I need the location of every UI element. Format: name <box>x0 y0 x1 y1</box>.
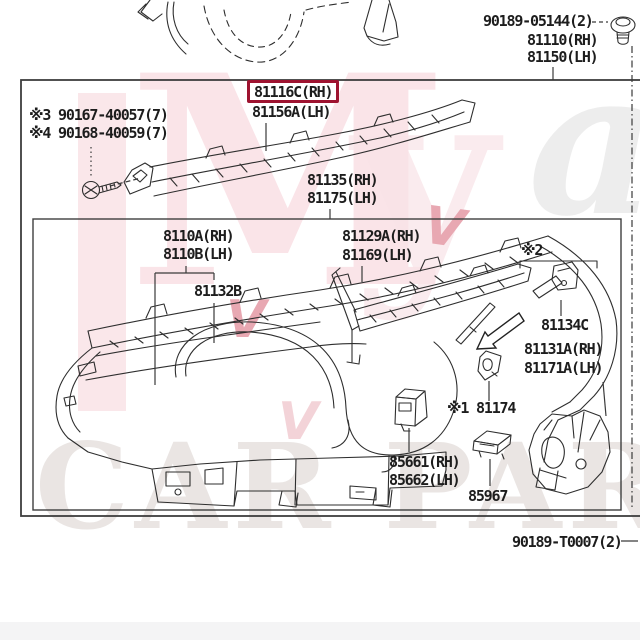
part-label-81169-lh[interactable]: 81169(LH) <box>342 246 414 264</box>
part-label-81150-lh[interactable]: 81150(LH) <box>527 48 599 66</box>
part-label-note-2[interactable]: ※2 <box>521 241 543 259</box>
part-label-81110-rh[interactable]: 81110(RH) <box>527 31 599 49</box>
part-label-81116c-rh[interactable]: 81116C(RH) <box>247 80 340 103</box>
part-label-8110b-lh[interactable]: 8110B(LH) <box>163 245 235 263</box>
retainer-lower-art <box>331 263 532 365</box>
part-label-81131a-rh[interactable]: 81131A(RH) <box>524 340 604 358</box>
part-label-8110a-rh[interactable]: 8110A(RH) <box>163 227 235 245</box>
retainer-upper-art <box>123 99 476 197</box>
bolt-icon <box>610 16 636 45</box>
part-label-note-4[interactable]: ※4 90168-40059(7) <box>29 124 169 142</box>
leader-lines <box>90 21 638 542</box>
pillar-sketch <box>363 0 399 46</box>
bracket-81131a-art <box>528 409 611 495</box>
unit-85967-art <box>472 430 512 460</box>
page-bottom-strip <box>0 622 640 640</box>
part-label-81175-lh[interactable]: 81175(LH) <box>307 189 379 207</box>
part-label-85967[interactable]: 85967 <box>468 487 508 505</box>
part-label-81129a-rh[interactable]: 81129A(RH) <box>342 227 422 245</box>
arrow-icon <box>475 311 525 350</box>
part-label-81174[interactable]: ※1 81174 <box>447 399 516 417</box>
part-label-81171a-lh[interactable]: 81171A(LH) <box>524 359 604 377</box>
part-label-90189-t0007[interactable]: 90189-T0007(2) <box>512 533 623 551</box>
part-label-81135-rh[interactable]: 81135(RH) <box>307 171 379 189</box>
outer-frame <box>20 79 640 517</box>
unit-85661-art <box>394 388 428 432</box>
part-label-85661-rh[interactable]: 85661(RH) <box>389 453 461 471</box>
fender-sketch <box>137 0 353 63</box>
bracket-81134c-art <box>519 260 598 299</box>
part-label-note-3[interactable]: ※3 90167-40057(7) <box>29 106 169 124</box>
inner-frame <box>32 218 622 511</box>
clip-81174-art <box>477 350 502 381</box>
part-label-81156a-lh[interactable]: 81156A(LH) <box>252 103 332 121</box>
headlamp-unit-art <box>55 235 618 508</box>
part-label-90189-05144[interactable]: 90189-05144(2) <box>483 12 594 30</box>
part-label-81134c[interactable]: 81134C <box>541 316 589 334</box>
part-label-85662-lh[interactable]: 85662(LH) <box>389 471 461 489</box>
part-label-81132b[interactable]: 81132B <box>194 282 242 300</box>
screw-icon <box>81 180 122 200</box>
